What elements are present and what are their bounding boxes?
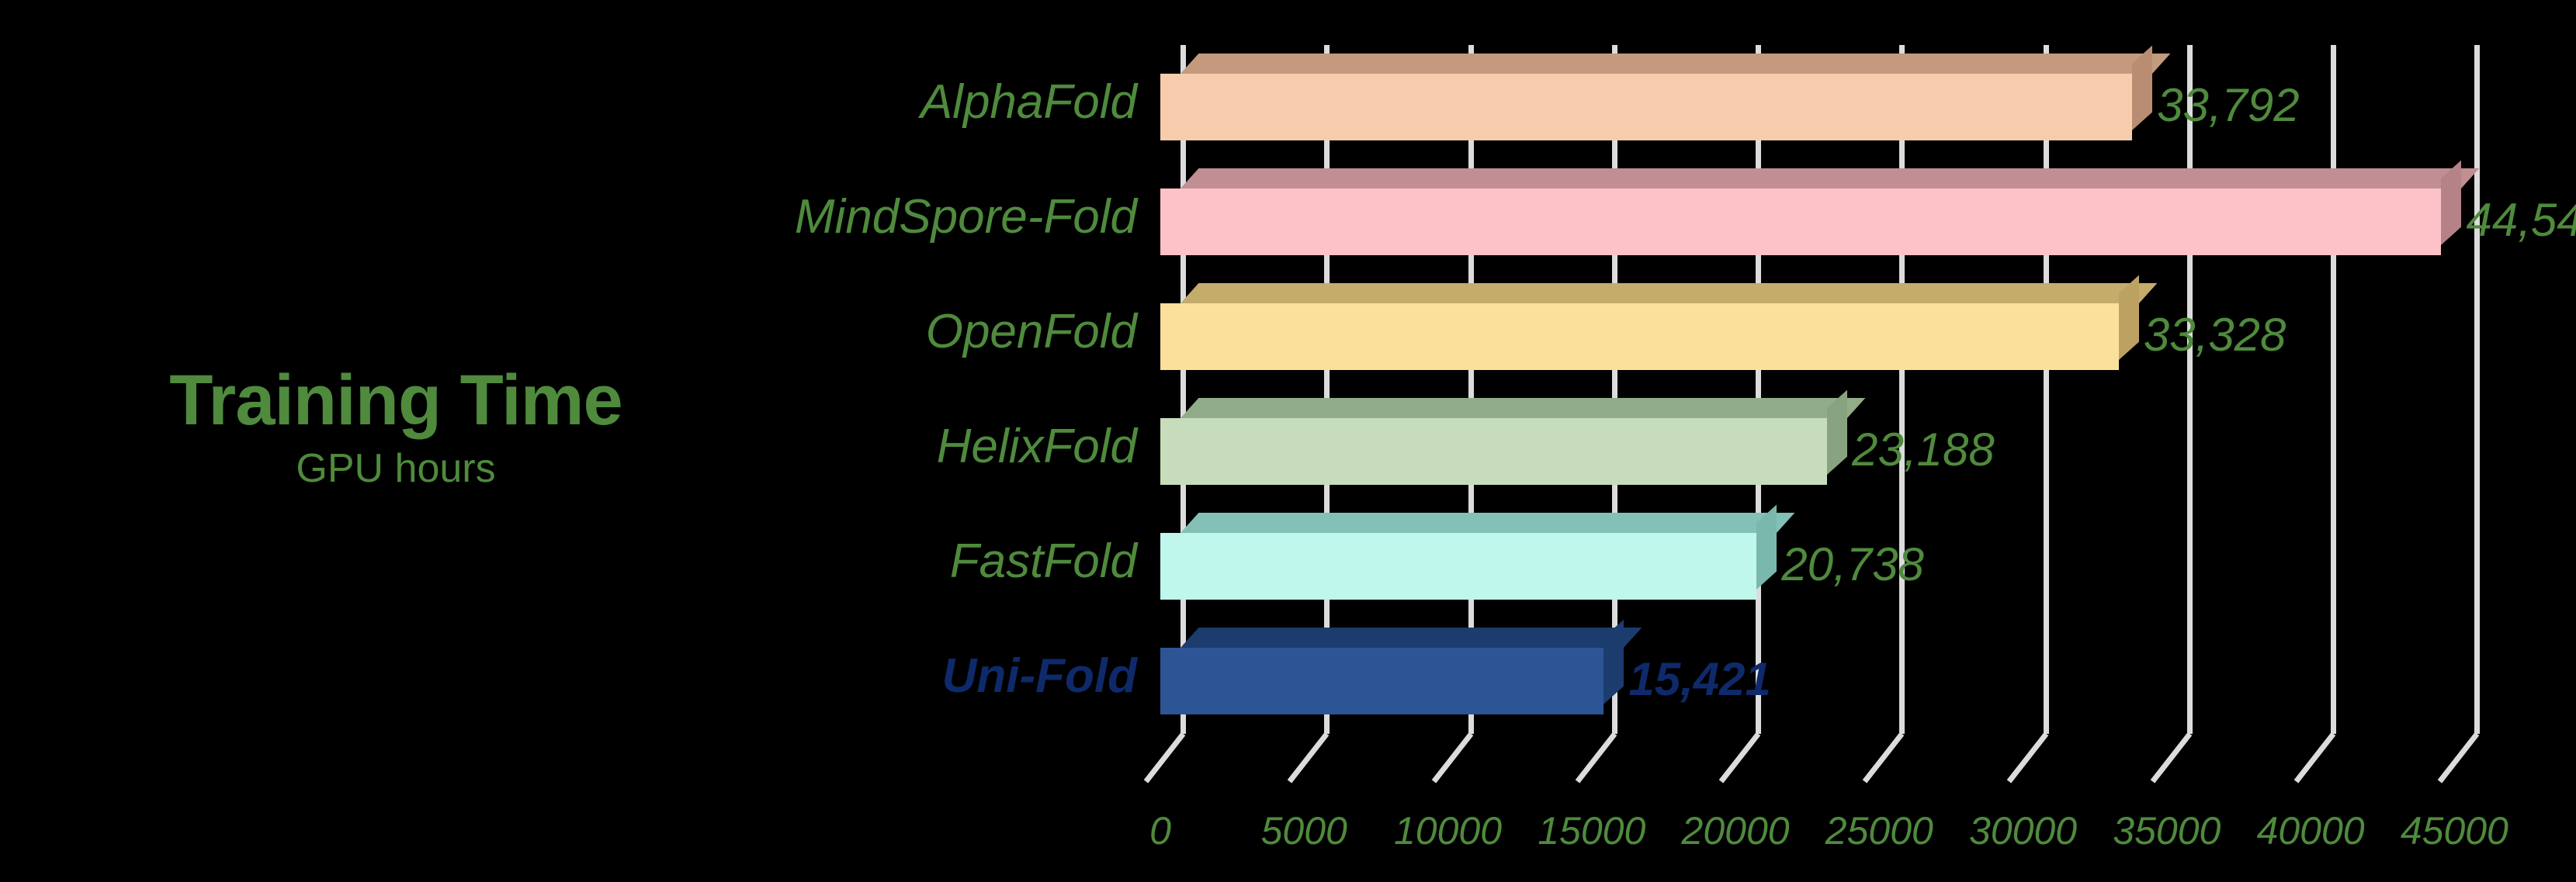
x-axis-tick-label: 20000: [1681, 809, 1790, 853]
bar-front-face: [1160, 303, 2119, 370]
gridline: [1611, 45, 1617, 734]
x-axis-tick-label: 5000: [1260, 809, 1347, 853]
bar-openfold[interactable]: [1160, 275, 2158, 370]
page-title: Training Time: [169, 361, 622, 440]
value-label-helixfold: 23,188: [1852, 424, 1995, 476]
axis-tick-mark: [1431, 732, 1473, 783]
bar-uni-fold[interactable]: [1160, 619, 1642, 714]
axis-tick-mark: [2150, 732, 2193, 783]
bar-front-face: [1160, 648, 1604, 714]
bar-top-face: [1181, 628, 1642, 648]
x-axis-tick-label: 10000: [1393, 809, 1503, 853]
x-axis-tick-label: 30000: [1969, 809, 2078, 853]
chart-subtitle: GPU hours: [296, 446, 496, 491]
gridline: [1468, 45, 1474, 734]
bar-top-face: [1181, 398, 1866, 418]
gridline: [2331, 45, 2337, 734]
category-label-openfold: OpenFold: [925, 305, 1137, 358]
bar-top-face: [1181, 283, 2158, 303]
bar-front-face: [1160, 189, 2442, 255]
category-label-mindspore-fold: MindSpore-Fold: [794, 190, 1137, 244]
bar-helixfold[interactable]: [1160, 389, 1866, 485]
category-label-fastfold: FastFold: [949, 534, 1137, 588]
x-axis-tick-label: 40000: [2256, 809, 2365, 853]
x-axis-tick-label: 35000: [2113, 809, 2221, 853]
bar-top-face: [1181, 168, 2480, 189]
axis-tick-mark: [1863, 732, 1905, 783]
category-label-helixfold: HelixFold: [936, 420, 1137, 473]
bar-front-face: [1160, 418, 1828, 485]
axis-tick-mark: [1718, 732, 1761, 783]
bar-mindspore-fold[interactable]: [1160, 160, 2480, 255]
axis-tick-mark: [1575, 732, 1617, 783]
bar-front-face: [1160, 74, 2133, 140]
bar-front-face: [1160, 533, 1757, 600]
value-label-fastfold: 20,738: [1781, 538, 1924, 590]
axis-tick-mark: [2293, 732, 2336, 783]
gridline: [1181, 45, 1186, 734]
value-label-uni-fold: 15,421: [1628, 653, 1771, 705]
bar-top-face: [1181, 54, 2171, 74]
x-axis-tick-label: 0: [1149, 809, 1171, 853]
gridline: [2186, 45, 2193, 734]
gridline: [1324, 45, 1330, 734]
category-label-alphafold: AlphaFold: [920, 75, 1137, 129]
bar-top-face: [1181, 513, 1795, 533]
value-label-alphafold: 33,792: [2157, 79, 2300, 131]
category-label-uni-fold: Uni-Fold: [941, 649, 1137, 703]
x-axis-tick-label: 45000: [2400, 809, 2508, 853]
x-axis-tick-label: 25000: [1825, 809, 1933, 853]
gridline: [1756, 45, 1762, 734]
chart-title-block: Training Time GPU hours: [47, 365, 745, 492]
axis-tick-mark: [1287, 732, 1330, 783]
axis-tick-mark: [2438, 732, 2480, 783]
bar-fastfold[interactable]: [1160, 504, 1795, 600]
value-label-mindspore-fold: 44,544: [2466, 194, 2576, 246]
axis-tick-mark: [1143, 732, 1186, 783]
x-axis-tick-label: 15000: [1538, 809, 1646, 853]
gridline: [2474, 45, 2481, 734]
gridline: [1899, 45, 1905, 734]
value-label-openfold: 33,328: [2143, 309, 2287, 361]
axis-tick-mark: [2006, 732, 2048, 783]
bar-alphafold[interactable]: [1160, 45, 2171, 140]
gridline: [2043, 45, 2049, 734]
